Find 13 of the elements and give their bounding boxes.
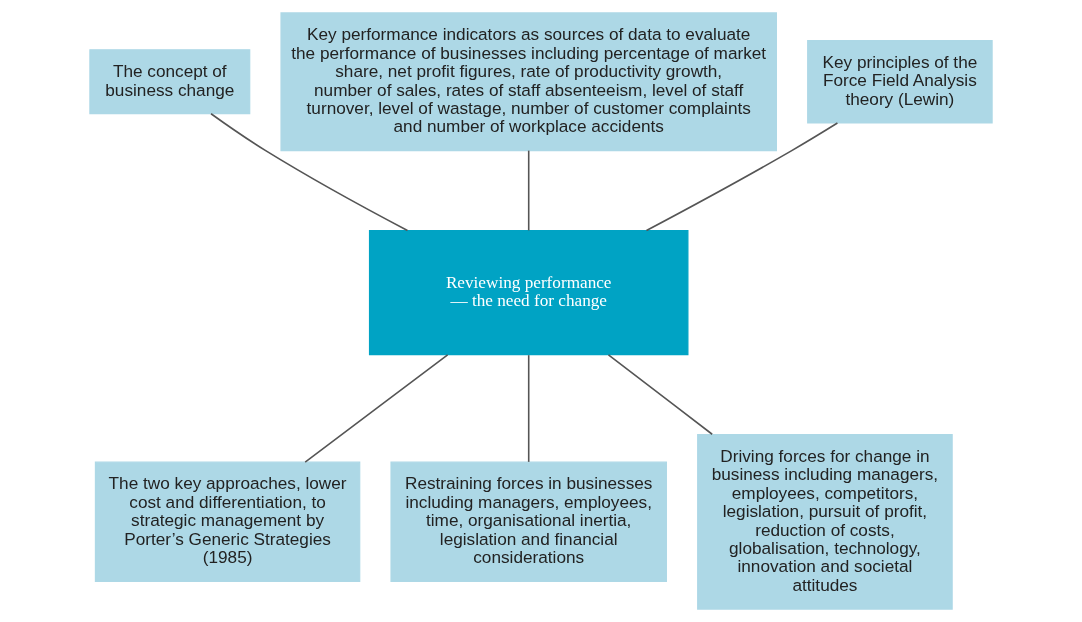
- node-box: Key performance indicators as sources of data to evaluate the performance of businesses including percentage of market share, net profit figures, rate of productivity growth, number of sales, rates of staff absenteeism, level of staff turnover, level of wastage, number of customer complaints and number of workplace accidents: [280, 12, 777, 152]
- node-box: Driving forces for change in business including managers, employees, competitors, legislation, pursuit of profit, reduction of costs, globalisation, technology, innovation and societal attitudes: [697, 433, 953, 610]
- node-box: Key principles of the Force Field Analysis theory (Lewin): [807, 40, 993, 124]
- connector: [304, 354, 449, 463]
- connector: [607, 354, 713, 436]
- connector: [527, 149, 530, 232]
- connector: [645, 122, 839, 232]
- node-box: Reviewing performance — the need for change: [368, 229, 689, 356]
- node-box: The two key approaches, lower cost and differentiation, to strategic management by Porter’s Generic Strategies (1985): [94, 461, 361, 582]
- connector: [210, 112, 409, 232]
- node-box: The concept of business change: [89, 49, 251, 115]
- node-box: Restraining forces in businesses including managers, employees, time, organisational inertia, legislation and financial considerations: [390, 461, 667, 582]
- connector: [527, 354, 530, 463]
